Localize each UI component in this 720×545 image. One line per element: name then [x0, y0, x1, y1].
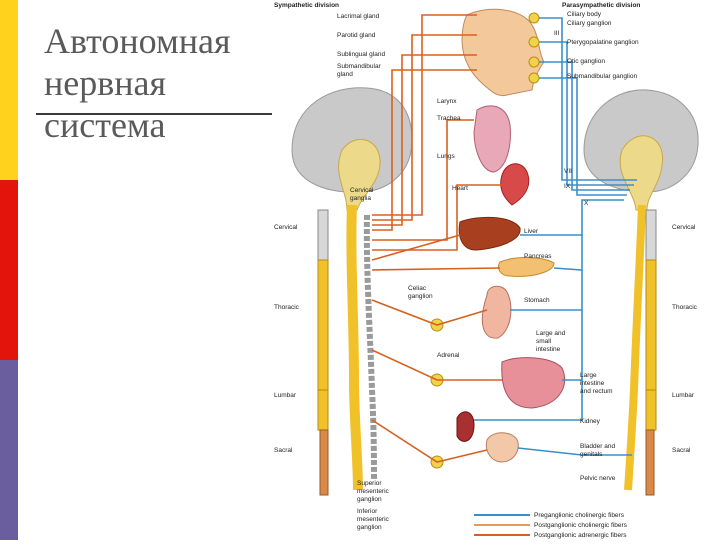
- accent-bar-purple: [0, 360, 18, 540]
- label-large-int-1: Large: [580, 372, 597, 379]
- label-ciliary-body: Ciliary body: [567, 11, 602, 18]
- label-adrenal: Adrenal: [437, 352, 460, 359]
- label-intestine-1: Large and: [536, 330, 566, 337]
- label-intestine-2: small: [536, 338, 552, 345]
- label-large-int-3: and rectum: [580, 388, 613, 395]
- label-inf-mes-2: mesenteric: [357, 516, 390, 523]
- left-vertebrae-sacral: [319, 429, 329, 496]
- label-celiac-1: Celiac: [408, 285, 427, 292]
- accent-bar-yellow: [0, 0, 18, 180]
- label-submandibular-1: Submandibular: [337, 63, 382, 70]
- head-profile: [461, 8, 545, 97]
- header-parasympathetic: Parasympathetic division: [562, 2, 640, 9]
- label-cn-iii: III: [554, 30, 560, 37]
- submandibular-ganglion-marker: [528, 72, 540, 84]
- label-sublingual: Sublingual gland: [337, 51, 385, 58]
- liver: [458, 216, 521, 251]
- right-vertebrae-cervical: [645, 209, 657, 261]
- intestines: [501, 357, 566, 409]
- label-kidney: Kidney: [580, 418, 601, 425]
- label-cn-vii: VII: [564, 168, 572, 175]
- label-parotid: Parotid gland: [337, 32, 376, 39]
- label-pelvic: Pelvic nerve: [580, 475, 616, 482]
- autonomic-diagram: Sympathetic division Parasympathetic div…: [262, 0, 720, 540]
- parasympathetic-fibers: [474, 17, 637, 456]
- right-vertebrae-lumbar: [645, 389, 657, 431]
- lungs: [473, 105, 511, 173]
- sympathetic-chain: [363, 214, 377, 481]
- label-bladder-2: genitals: [580, 451, 603, 458]
- label-sup-mes-3: ganglion: [357, 496, 382, 503]
- label-cervical-ganglia-2: ganglia: [350, 195, 371, 202]
- ciliary-ganglion-marker: [528, 12, 540, 24]
- right-vertebrae-sacral: [645, 429, 655, 496]
- bladder: [485, 432, 519, 463]
- label-sup-mes-2: mesenteric: [357, 488, 390, 495]
- slide-title: Автономная нервная система: [44, 20, 284, 146]
- label-right-lumbar: Lumbar: [672, 392, 695, 399]
- label-pterygopalatine: Pterygopalatine ganglion: [567, 39, 639, 46]
- heart: [500, 163, 530, 206]
- label-sup-mes-1: Superior: [357, 480, 382, 487]
- left-brainstem: [338, 138, 381, 211]
- label-otic: Otic ganglion: [567, 58, 605, 65]
- label-cervical-ganglia-1: Cervical: [350, 187, 374, 194]
- legend-text-postganglionic-cholinergic: Postganglionic cholinergic fibers: [534, 522, 628, 529]
- label-left-thoracic: Thoracic: [274, 304, 300, 311]
- right-spinal-cord: [624, 204, 646, 491]
- label-ciliary-ganglion: Ciliary ganglion: [567, 20, 612, 27]
- label-lungs: Lungs: [437, 153, 455, 160]
- left-vertebrae-cervical: [317, 209, 329, 261]
- label-submandibular-2: gland: [337, 71, 353, 78]
- label-trachea: Trachea: [437, 115, 461, 122]
- label-right-thoracic: Thoracic: [672, 304, 698, 311]
- title-line-3: система: [44, 105, 166, 145]
- legend-text-postganglionic-adrenergic: Postganglionic adrenergic fibers: [534, 532, 627, 539]
- right-vertebrae-thoracic: [645, 259, 657, 391]
- label-large-int-2: intestine: [580, 380, 605, 387]
- left-vertebrae-thoracic: [317, 259, 329, 391]
- title-line-1: Автономная: [44, 21, 231, 61]
- label-larynx: Larynx: [437, 98, 457, 105]
- label-cn-x: X: [584, 200, 589, 207]
- kidney: [456, 411, 475, 442]
- stomach: [481, 285, 512, 339]
- label-left-cervical: Cervical: [274, 224, 298, 231]
- right-brainstem: [619, 135, 663, 211]
- label-lacrimal: Lacrimal gland: [337, 13, 380, 20]
- label-submandibular-ganglion: Submandibular ganglion: [567, 73, 637, 80]
- label-left-sacral: Sacral: [274, 447, 293, 454]
- pterygopalatine-ganglion-marker: [528, 36, 540, 48]
- label-right-cervical: Cervical: [672, 224, 696, 231]
- label-inf-mes-1: Inferior: [357, 508, 378, 515]
- title-line-2: нервная: [44, 63, 167, 103]
- label-inf-mes-3: ganglion: [357, 524, 382, 531]
- label-stomach: Stomach: [524, 297, 550, 304]
- label-intestine-3: intestine: [536, 346, 561, 353]
- label-heart: Heart: [452, 185, 468, 192]
- left-vertebrae-lumbar: [317, 389, 329, 431]
- sympathetic-fibers: [371, 14, 502, 463]
- diagram-svg: Sympathetic division Parasympathetic div…: [274, 2, 699, 539]
- header-sympathetic: Sympathetic division: [274, 2, 339, 9]
- label-bladder-1: Bladder and: [580, 443, 615, 450]
- label-cn-ix: IX: [564, 183, 571, 190]
- accent-bar-red: [0, 180, 18, 360]
- title-underline: [36, 113, 272, 115]
- otic-ganglion-marker: [528, 56, 540, 68]
- label-right-sacral: Sacral: [672, 447, 691, 454]
- legend-text-preganglionic: Preganglionic cholinergic fibers: [534, 512, 625, 519]
- label-celiac-2: ganglion: [408, 293, 433, 300]
- pancreas: [497, 257, 555, 277]
- label-pancreas: Pancreas: [524, 253, 552, 260]
- label-liver: Liver: [524, 228, 539, 235]
- spinal-cord: [346, 204, 363, 491]
- label-left-lumbar: Lumbar: [274, 392, 297, 399]
